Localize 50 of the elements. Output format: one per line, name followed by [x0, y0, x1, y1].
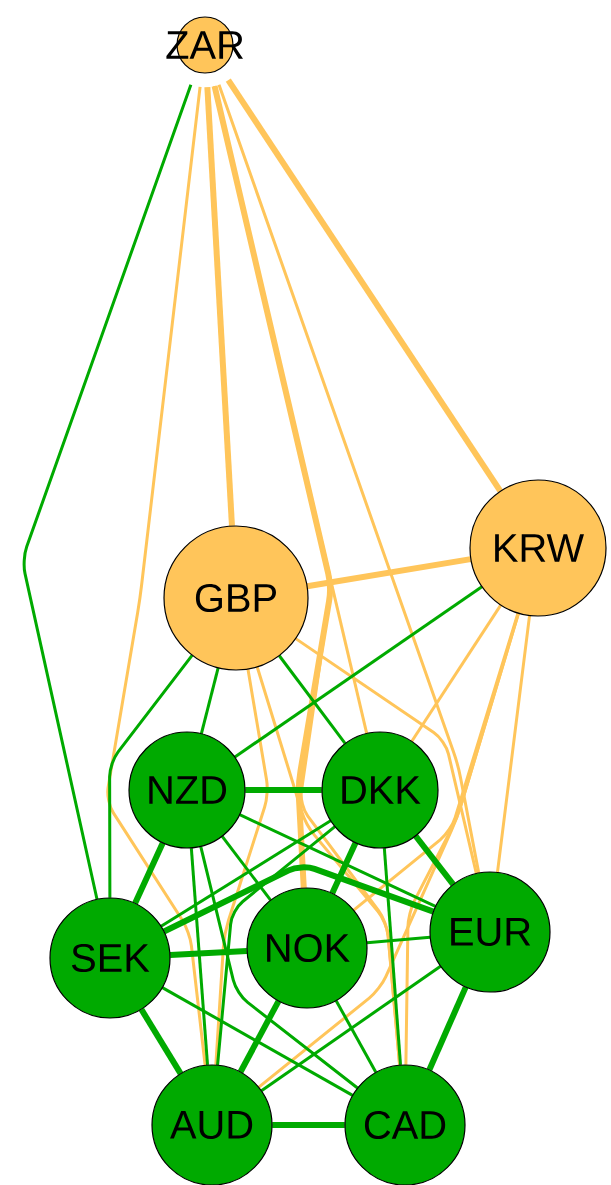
connector-line	[213, 85, 369, 734]
connector-line	[239, 813, 437, 908]
currency-node: NZD	[128, 731, 246, 849]
connector-line	[211, 85, 333, 889]
connector-line	[162, 864, 435, 935]
connector-line	[199, 846, 359, 1090]
connector-line	[426, 985, 469, 1072]
connector-line	[106, 86, 207, 1066]
currency-node: KRW	[469, 479, 607, 617]
connector-line	[260, 965, 442, 1092]
connector-line	[221, 835, 272, 901]
connector-line	[366, 935, 431, 945]
connector-line	[329, 841, 359, 895]
connector-line	[160, 819, 332, 928]
currency-node: SEK	[49, 897, 171, 1019]
connector-line	[189, 847, 209, 1066]
connector-line	[334, 999, 378, 1074]
currency-node: CAD	[344, 1064, 466, 1185]
connector-line	[234, 585, 483, 759]
connector-line	[294, 637, 478, 874]
connector-line	[237, 999, 282, 1074]
currency-node: GBP	[163, 525, 309, 671]
connector-line	[410, 604, 502, 743]
connector-line	[278, 654, 347, 745]
connector-line	[108, 654, 194, 898]
connector-line	[132, 841, 166, 905]
connector-line	[216, 825, 336, 1066]
connector-line	[306, 556, 472, 590]
connector-line	[272, 1122, 345, 1128]
connector-line	[382, 847, 402, 1066]
currency-node: NOK	[246, 887, 368, 1009]
connector-line	[496, 615, 532, 873]
connector-line	[161, 986, 354, 1097]
connector-line	[245, 787, 322, 793]
connector-line	[225, 78, 503, 493]
connector-line	[204, 86, 235, 527]
connector-line	[138, 1007, 184, 1076]
connector-line	[217, 84, 481, 874]
connector-line	[404, 612, 520, 1065]
currency-node: DKK	[321, 731, 439, 849]
connector-line	[413, 834, 456, 887]
connector-line	[199, 667, 220, 734]
connector-line	[169, 948, 248, 958]
connector-line	[257, 612, 520, 1089]
connector-line	[214, 668, 269, 1066]
connector-line	[352, 612, 520, 912]
connector-line	[255, 666, 402, 1066]
currency-node: AUD	[151, 1064, 273, 1185]
connector-line	[22, 84, 193, 900]
currency-node: EUR	[429, 871, 551, 993]
